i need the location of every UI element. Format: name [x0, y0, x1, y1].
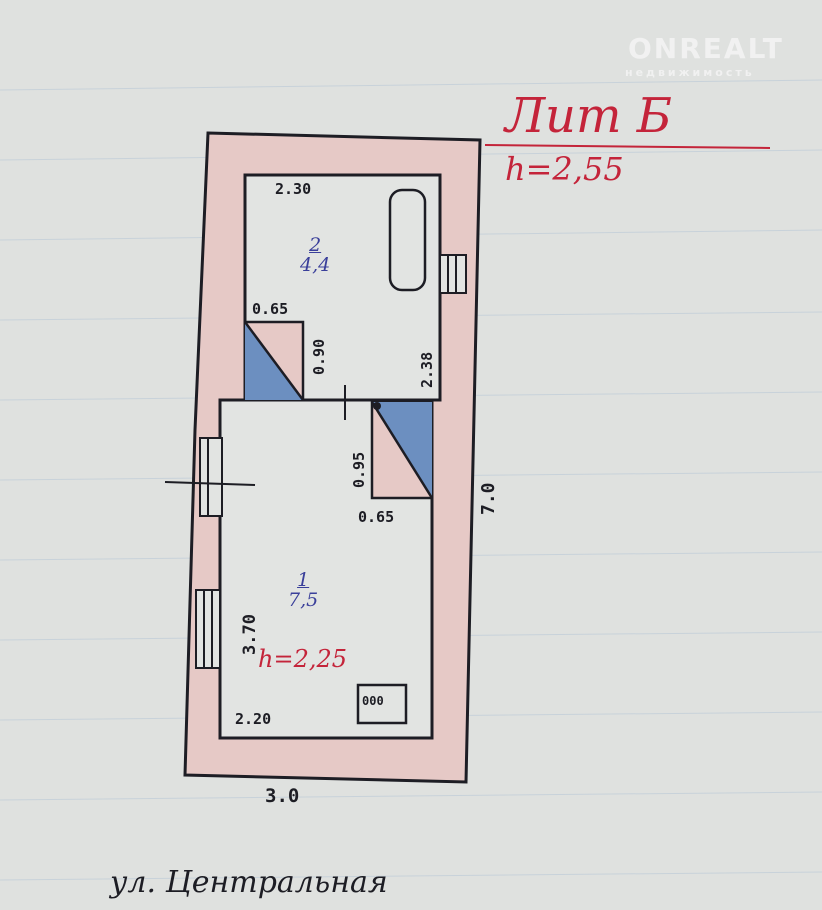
watermark-subtitle: недвижимость — [625, 66, 755, 79]
dim-room1-length: 3.70 — [240, 614, 260, 655]
street-label: ул. Центральная — [110, 865, 388, 900]
liter-underline — [484, 144, 771, 149]
room-2-area: 4,4 — [300, 254, 331, 276]
room-1-label: 217,5 — [288, 570, 318, 610]
closet-top — [243, 320, 305, 402]
building-height: h=2,55 — [505, 150, 624, 188]
entrance-mark — [164, 481, 256, 486]
dim-outer-width: 3.0 — [265, 785, 300, 807]
dim-outer-length: 7.0 — [478, 482, 499, 515]
stove-label: 000 — [362, 694, 384, 708]
room-2-number: 2 — [309, 234, 322, 256]
windows — [195, 254, 467, 669]
room-1-height: h=2,25 — [258, 645, 348, 673]
dim-room2-length: 2.38 — [418, 351, 436, 388]
dim-closet-top-width: 0.65 — [252, 300, 289, 318]
room-1-number-text: 1 — [297, 569, 310, 591]
dim-closet-bottom-depth: 0.95 — [350, 451, 368, 488]
dim-room1-width: 2.20 — [235, 710, 272, 728]
watermark-brand: ONREALT — [628, 32, 784, 65]
closet-bottom — [370, 400, 434, 500]
stove — [356, 683, 408, 725]
dim-closet-bottom-width: 0.65 — [358, 508, 395, 526]
dim-room2-width: 2.30 — [275, 180, 312, 198]
room-1-area: 7,5 — [288, 589, 319, 611]
bathtub — [388, 188, 427, 292]
dim-closet-top-depth: 0.90 — [310, 338, 328, 375]
liter-label: Лит Б — [505, 88, 673, 144]
